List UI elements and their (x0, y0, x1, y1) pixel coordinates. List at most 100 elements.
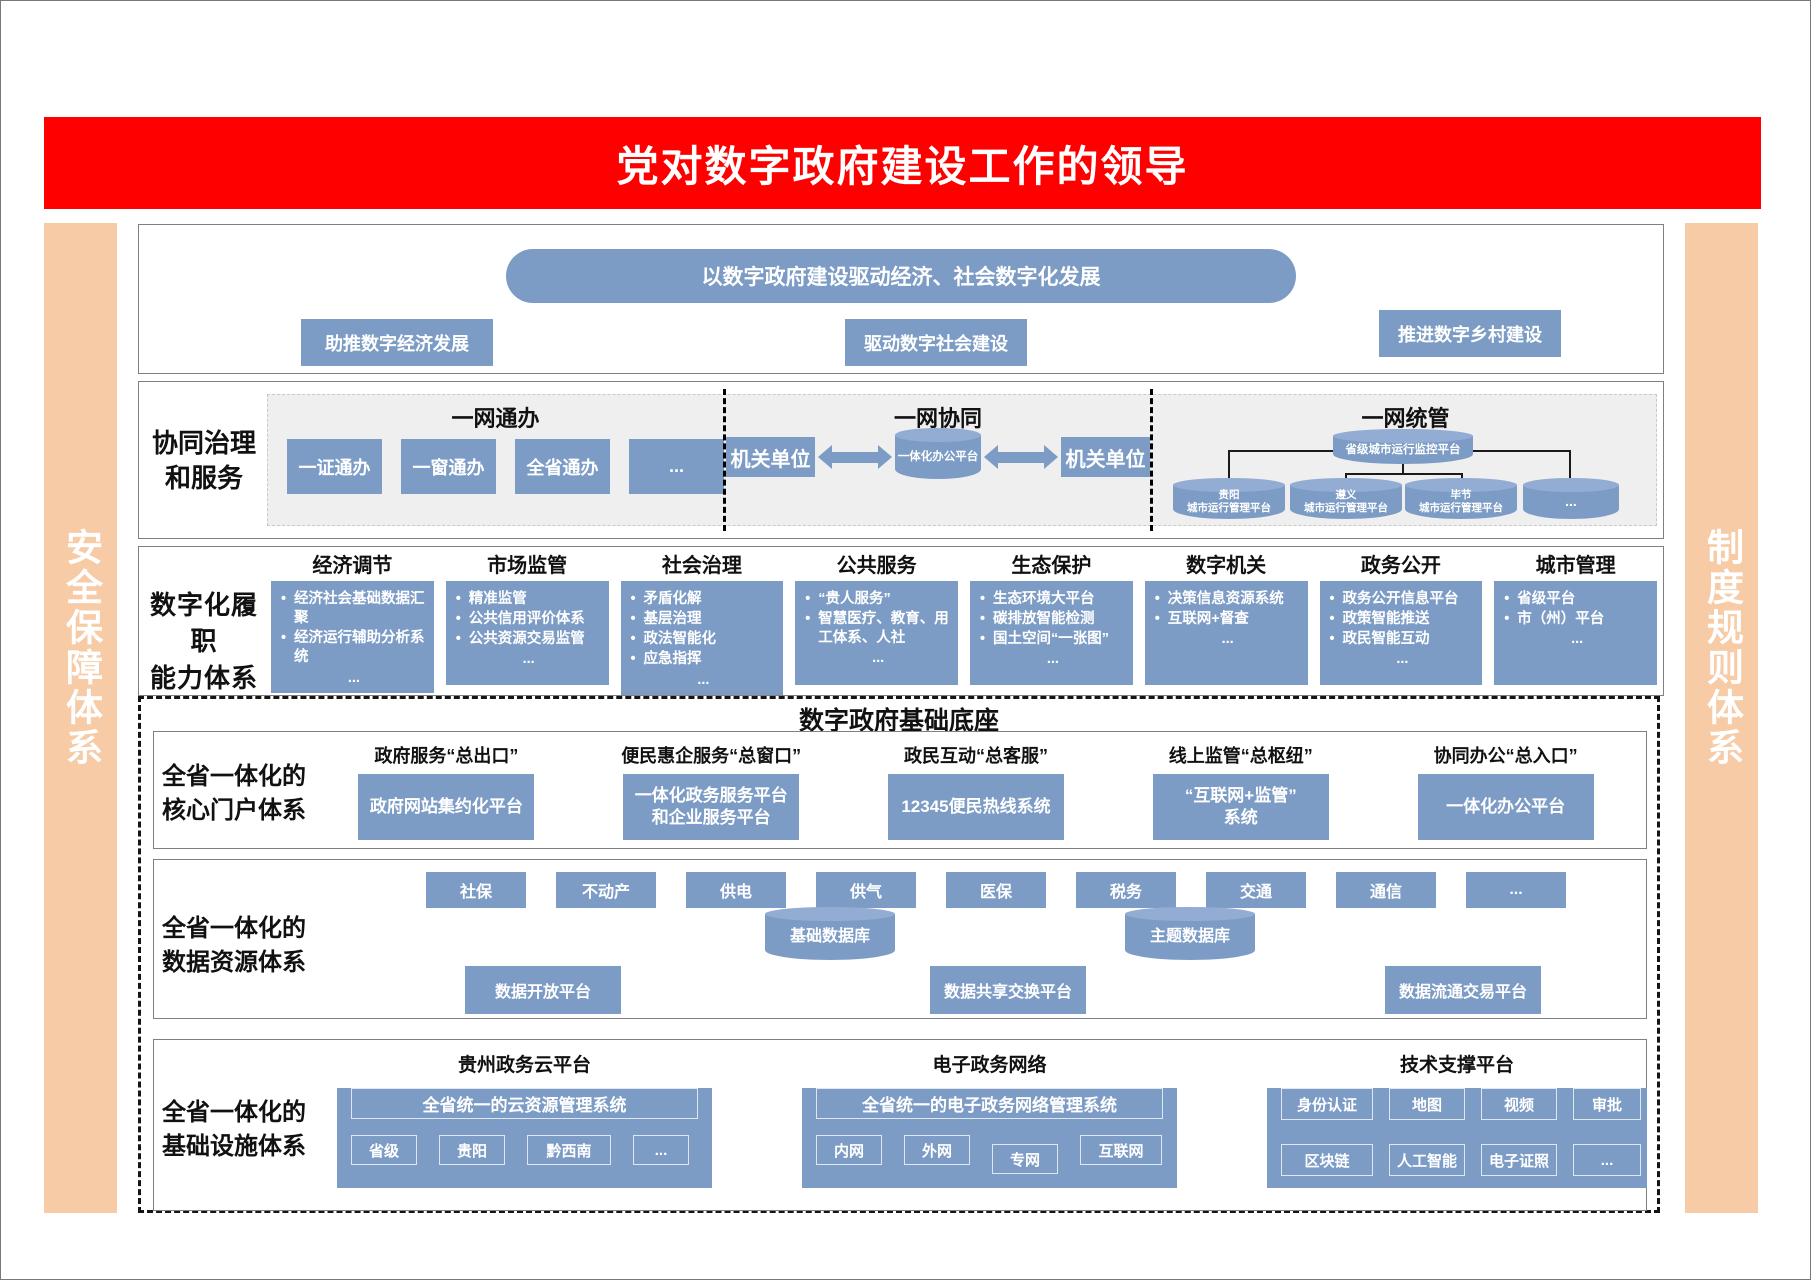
duty-item: 精准监管 (454, 590, 604, 609)
data-tag-label: 供电 (719, 884, 752, 901)
portal-title: 协同办公“总入口” (1433, 746, 1578, 766)
data-tag-label: 医保 (979, 884, 1012, 901)
duty-item: 政民智能互动 (1328, 630, 1478, 649)
coord-row: 机关单位 一体化办公平台 机关单位 (726, 428, 1151, 479)
security-sidebar-label: 安全保障体系 (60, 528, 102, 768)
data-tag-label: 供气 (849, 884, 882, 901)
infrastructure-subsection: 全省一体化的 基础设施体系 贵州政务云平台 全省统一的云资源管理系统 省级贵阳黔… (153, 1039, 1647, 1211)
data-tag-label: 通信 (1369, 884, 1402, 901)
data-tag-label: 社保 (459, 884, 492, 901)
duty-box: 省级平台市（州）平台... (1494, 581, 1657, 685)
duty-item: 决策信息资源系统 (1153, 590, 1303, 609)
duty-item: 矛盾化解 (629, 590, 779, 609)
province-monitor-label: 省级城市运行监控平台 (1345, 443, 1461, 456)
security-sidebar: 安全保障体系 (44, 223, 117, 1213)
cloud-tag-label: 贵阳 (456, 1142, 487, 1160)
duty-column: 社会治理 矛盾化解基层治理政法智能化应急指挥... (620, 551, 784, 695)
collab-label: 协同治理 和服务 (151, 428, 256, 494)
duty-item: 经济运行辅助分析系统 (279, 629, 429, 667)
network-system-box: 全省统一的电子政务网络管理系统 (816, 1088, 1163, 1119)
duty-item: 生态环境大平台 (978, 590, 1128, 609)
portal-box: 一体化办公平台 (1417, 774, 1594, 840)
theme-database-label: 主题数据库 (1149, 928, 1230, 945)
drive-box-economy: 助推数字经济发展 (301, 319, 493, 366)
network-tag: 专网 (992, 1144, 1058, 1174)
data-tag-row: 社保不动产供电供气医保税务交通通信... (426, 872, 1566, 908)
duty-title: 公共服务 (836, 555, 917, 577)
network-tag-label: 互联网 (1098, 1142, 1144, 1160)
tech-tag: 审批 (1573, 1088, 1641, 1120)
tech-tag: 身份认证 (1281, 1088, 1373, 1120)
duty-item: 公共资源交易监管 (454, 630, 604, 649)
duty-item: 基层治理 (629, 610, 779, 629)
tech-tag-label: 地图 (1411, 1096, 1442, 1114)
egov-network-group: 电子政务网络 全省统一的电子政务网络管理系统 内网外网专网互联网 (802, 1050, 1177, 1188)
duty-item: ... (1221, 631, 1234, 648)
duty-column: 城市管理 省级平台市（州）平台... (1494, 551, 1657, 685)
duty-item: ... (347, 669, 360, 686)
duty-box: 经济社会基础数据汇聚经济运行辅助分析系统... (271, 581, 434, 693)
service-box: ... (629, 439, 724, 494)
city-cylinder-label: ... (1565, 493, 1577, 510)
portal-subsection: 全省一体化的 核心门户体系 政府服务“总出口” 政府网站集约化平台 便民惠企服务… (153, 731, 1647, 849)
service-box: 全省通办 (515, 439, 610, 494)
duty-column: 政务公开 政务公开信息平台政策智能推送政民智能互动... (1319, 551, 1483, 685)
duty-column: 经济调节 经济社会基础数据汇聚经济运行辅助分析系统... (271, 551, 434, 693)
duty-title: 市场监管 (487, 555, 568, 577)
duty-item: ... (1046, 651, 1059, 668)
service-box-label: 一证通办 (298, 457, 371, 478)
base-database-label: 基础数据库 (789, 928, 870, 945)
egov-network-title: 电子政务网络 (932, 1055, 1047, 1076)
tech-tag-label: ... (1600, 1151, 1614, 1169)
dashed-divider (1150, 389, 1153, 531)
main-content: 以数字政府建设驱动经济、社会数字化发展 助推数字经济发展 驱动数字社会建设 推进… (138, 223, 1666, 1215)
network-tag: 互联网 (1080, 1135, 1162, 1165)
city-cylinder-label: 贵阳 城市运行管理平台 (1187, 488, 1271, 514)
network-tag: 外网 (904, 1135, 970, 1165)
one-net-coord-area: 一网协同 机关单位 一体化办公平台 机关单位 (726, 395, 1151, 525)
theme-database-cylinder: 主题数据库 (1125, 907, 1255, 960)
city-cylinder: 贵阳 城市运行管理平台 (1173, 478, 1285, 519)
data-resources-label: 全省一体化的 数据资源体系 (162, 915, 306, 976)
tech-tag-label: 电子证照 (1488, 1152, 1549, 1170)
service-box-label: 全省通办 (526, 457, 599, 478)
data-tag: 医保 (946, 872, 1046, 908)
tech-tag: ... (1573, 1144, 1641, 1176)
org-unit-right-box: 机关单位 (1060, 437, 1151, 477)
one-net-service-area: 一网通办 一证通办一窗通办全省通办... (268, 395, 724, 525)
duty-item: ... (697, 671, 710, 688)
duty-item: “贵人服务” (803, 590, 953, 609)
tech-tag-label: 人工智能 (1396, 1152, 1457, 1170)
tech-tag: 区块链 (1281, 1144, 1373, 1176)
drive-section: 以数字政府建设驱动经济、社会数字化发展 助推数字经济发展 驱动数字社会建设 推进… (138, 224, 1664, 374)
cloud-tag: 贵阳 (439, 1135, 505, 1165)
duty-item: 政法智能化 (629, 630, 779, 649)
connector-line (1229, 450, 1335, 452)
drive-box-society: 驱动数字社会建设 (845, 319, 1027, 366)
duty-item: 国土空间“一张图” (978, 630, 1128, 649)
connector-line (1569, 450, 1571, 485)
portal-column: 政府服务“总出口” 政府网站集约化平台 (314, 732, 579, 848)
org-unit-left-box: 机关单位 (726, 437, 816, 477)
tech-tag: 视频 (1481, 1088, 1557, 1120)
portal-title: 政民互动“总客服” (903, 746, 1048, 766)
data-exchange-platform-box: 数据共享交换平台 (930, 966, 1086, 1014)
tech-tag-label: 身份认证 (1296, 1096, 1357, 1114)
service-box: 一窗通办 (401, 439, 496, 494)
data-tag-label: ... (1509, 881, 1523, 898)
duties-section: 数字化履职 能力体系 经济调节 经济社会基础数据汇聚经济运行辅助分析系统... … (138, 546, 1664, 696)
duty-title: 城市管理 (1535, 555, 1616, 577)
banner-title: 党对数字政府建设工作的领导 (616, 142, 1189, 190)
data-trade-platform-box: 数据流通交易平台 (1385, 966, 1541, 1014)
cloud-system-box: 全省统一的云资源管理系统 (351, 1088, 698, 1119)
foundation-title: 数字政府基础底座 (798, 707, 999, 735)
service-box: 一证通办 (287, 439, 382, 494)
duty-item: 市（州）平台 (1502, 610, 1652, 629)
duty-item: 公共信用评价体系 (454, 610, 604, 629)
duty-title: 社会治理 (661, 555, 742, 577)
connector-line (1471, 450, 1571, 452)
city-cylinder: 毕节 城市运行管理平台 (1405, 478, 1517, 519)
rules-sidebar-label: 制度规则体系 (1701, 528, 1743, 768)
tech-tag: 人工智能 (1389, 1144, 1465, 1176)
